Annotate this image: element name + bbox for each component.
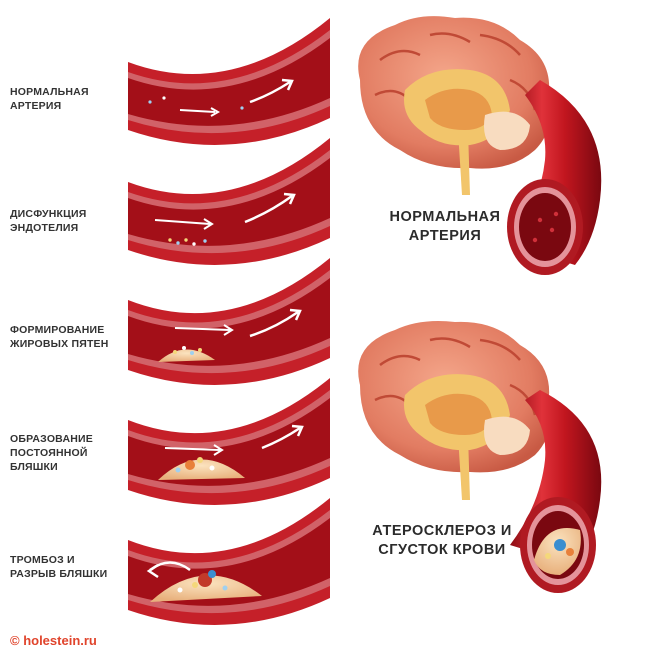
stage-label-fatty-streak: ФОРМИРОВАНИЕ ЖИРОВЫХ ПЯТЕН — [10, 323, 125, 351]
carotid-artery-atherosclerosis — [510, 390, 602, 593]
stage-label-line: ТРОМБОЗ И — [10, 554, 75, 566]
artery-strip-plaque — [128, 378, 330, 505]
brain-normal — [358, 16, 550, 195]
panel-label-line: АРТЕРИЯ — [408, 228, 482, 244]
artery-strip-endothelial-dysfunction — [128, 138, 330, 265]
stage-label-line: ФОРМИРОВАНИЕ — [10, 324, 105, 336]
brain-atherosclerosis — [358, 321, 550, 500]
artery-strip-thrombosis — [128, 498, 330, 625]
panel-label-normal-artery: НОРМАЛЬНАЯ АРТЕРИЯ — [380, 208, 510, 246]
stage-label-line: ЭНДОТЕЛИЯ — [10, 222, 79, 234]
panel-label-line: АТЕРОСКЛЕРОЗ И — [372, 523, 512, 539]
stage-label-line: ОБРАЗОВАНИЕ — [10, 433, 93, 445]
copyright-watermark: © holestein.ru — [10, 633, 97, 648]
stage-label-line: РАЗРЫВ БЛЯШКИ — [10, 568, 108, 580]
panel-label-line: НОРМАЛЬНАЯ — [389, 209, 501, 225]
carotid-artery-normal — [507, 80, 602, 275]
stage-label-endothelial-dysfunction: ДИСФУНКЦИЯ ЭНДОТЕЛИЯ — [10, 207, 125, 235]
stage-label-normal-artery: НОРМАЛЬНАЯ АРТЕРИЯ — [10, 85, 125, 113]
stage-label-line: НОРМАЛЬНАЯ — [10, 86, 89, 98]
artery-strip-normal — [128, 18, 330, 145]
stage-label-line: ЖИРОВЫХ ПЯТЕН — [10, 338, 109, 350]
stage-label-line: АРТЕРИЯ — [10, 100, 62, 112]
stage-label-plaque: ОБРАЗОВАНИЕ ПОСТОЯННОЙ БЛЯШКИ — [10, 432, 125, 474]
stage-label-thrombosis: ТРОМБОЗ И РАЗРЫВ БЛЯШКИ — [10, 553, 125, 581]
artery-strip-fatty-streak — [128, 258, 330, 385]
panel-label-line: СГУСТОК КРОВИ — [378, 542, 506, 558]
stage-label-line: ДИСФУНКЦИЯ — [10, 208, 87, 220]
stage-label-line: БЛЯШКИ — [10, 461, 58, 473]
panel-label-atherosclerosis: АТЕРОСКЛЕРОЗ И СГУСТОК КРОВИ — [362, 522, 522, 560]
stage-label-line: ПОСТОЯННОЙ — [10, 447, 88, 459]
